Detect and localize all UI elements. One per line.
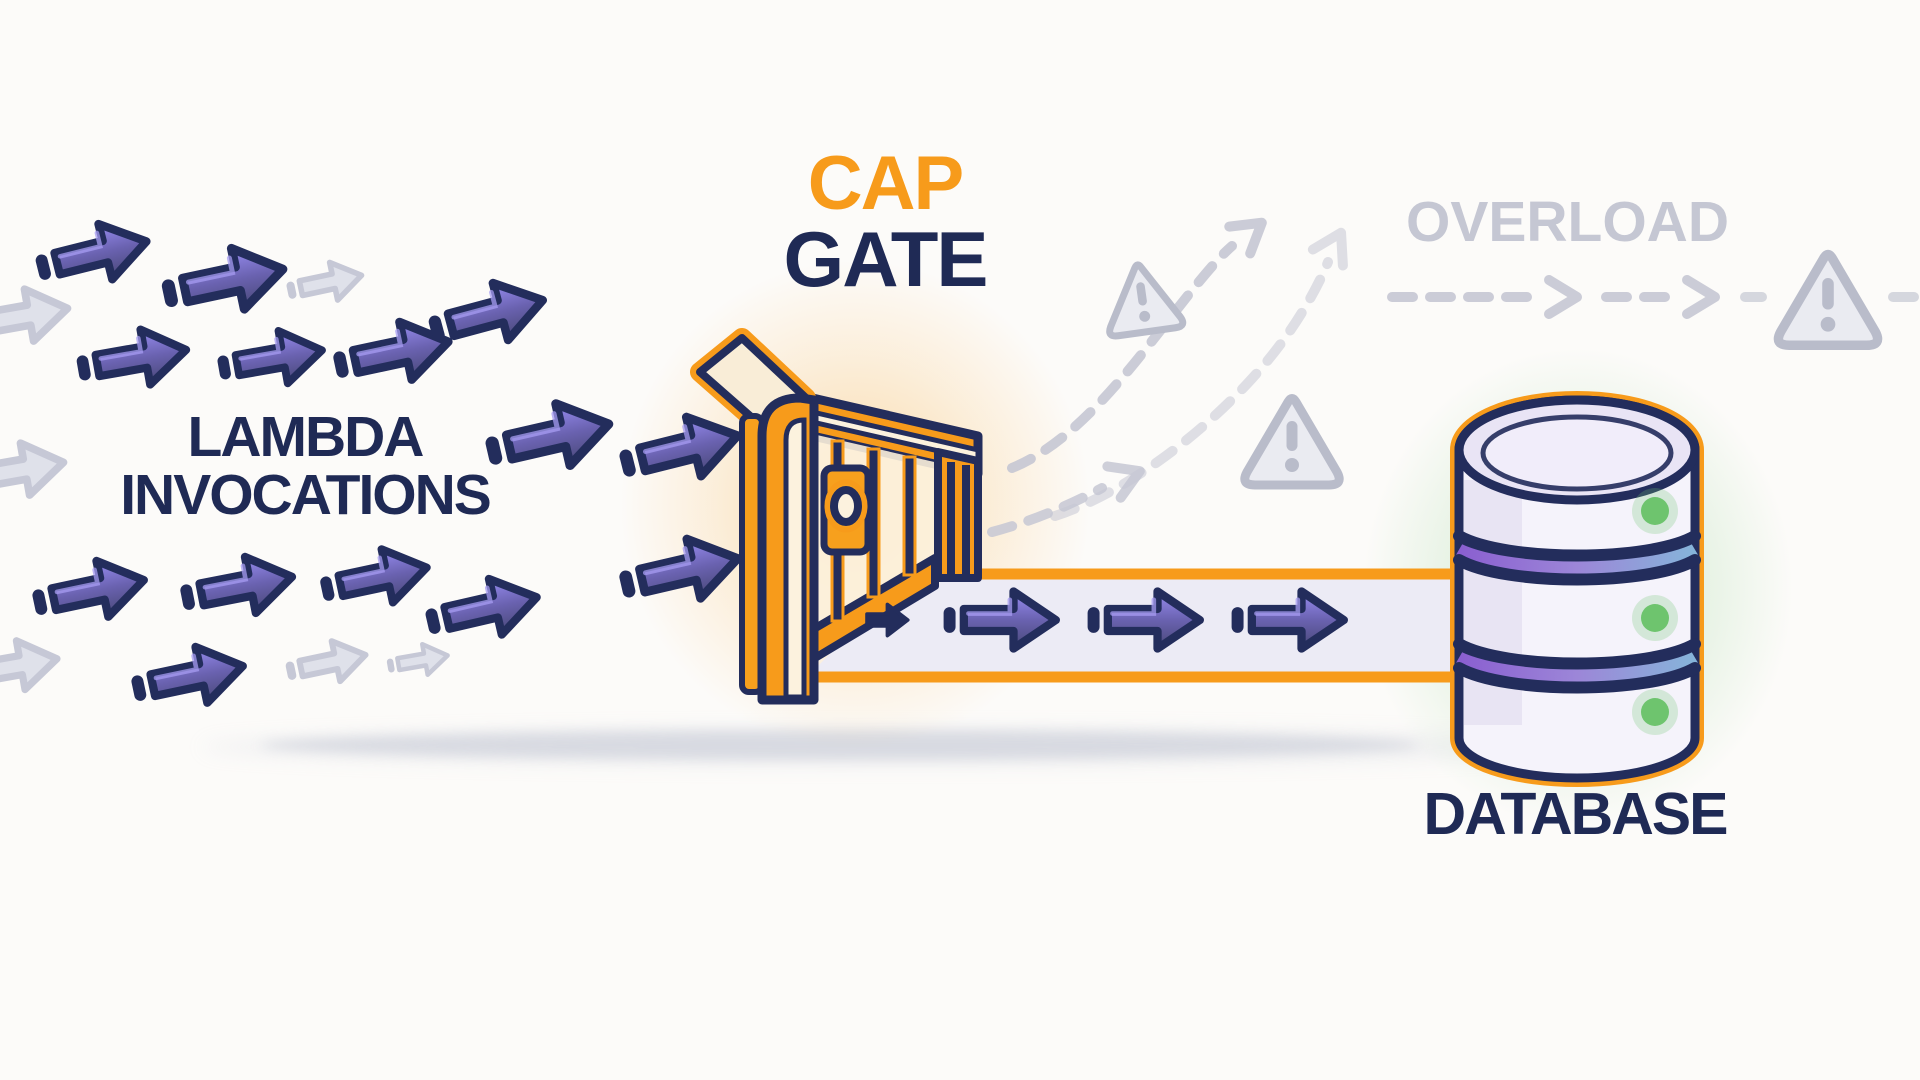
lambda-invocations-line1: LAMBDA	[187, 405, 425, 469]
cap-gate-icon	[690, 328, 983, 705]
database-band	[1453, 638, 1701, 694]
invocation-arrow-faded	[0, 634, 61, 700]
overflow-arrowhead-icon	[1687, 280, 1715, 314]
warning-icon	[1778, 254, 1877, 345]
invocation-arrow	[316, 541, 432, 617]
invocation-arrow-faded	[284, 256, 366, 309]
invocation-arrow-faded	[0, 436, 68, 506]
gate-knob	[830, 486, 862, 526]
overflow-dashed-path	[1050, 257, 1333, 521]
database-label: DATABASE	[1423, 781, 1728, 847]
invocation-arrow-faded	[0, 282, 72, 352]
invocation-arrow	[127, 638, 249, 717]
status-dot	[1641, 604, 1669, 632]
invocation-arrow	[421, 569, 543, 650]
invocation-arrow-faded	[385, 640, 450, 681]
overflow-arrowhead-icon	[1313, 225, 1356, 266]
warning-icon	[1101, 260, 1183, 337]
lambda-invocations-label: LAMBDA INVOCATIONS	[85, 408, 525, 524]
database-band	[1453, 530, 1701, 586]
overload-label: OVERLOAD	[1405, 190, 1730, 254]
invocation-arrow	[157, 239, 289, 325]
gate-title: CAP GATE	[695, 144, 1075, 300]
overflow-rejected-paths	[987, 209, 1919, 537]
warning-icon	[1245, 399, 1339, 486]
database-icon	[1450, 391, 1704, 787]
invocation-arrow	[31, 214, 154, 296]
status-dot	[1641, 497, 1669, 525]
overflow-arrowhead-icon	[1549, 280, 1577, 314]
lambda-invocations-line2: INVOCATIONS	[120, 463, 492, 527]
gate-right-post	[934, 448, 982, 582]
invocation-arrow	[176, 549, 297, 626]
invocation-arrow	[214, 324, 327, 395]
status-dot	[1641, 698, 1669, 726]
invocation-arrow	[28, 552, 150, 631]
invocation-arrow	[73, 322, 191, 396]
database-status-dots	[1632, 488, 1678, 735]
invocation-arrow-faded	[283, 635, 370, 692]
gate-title-gate: GATE	[783, 215, 989, 304]
gate-title-cap: CAP	[807, 141, 964, 226]
overflow-dashed-path	[987, 483, 1107, 537]
